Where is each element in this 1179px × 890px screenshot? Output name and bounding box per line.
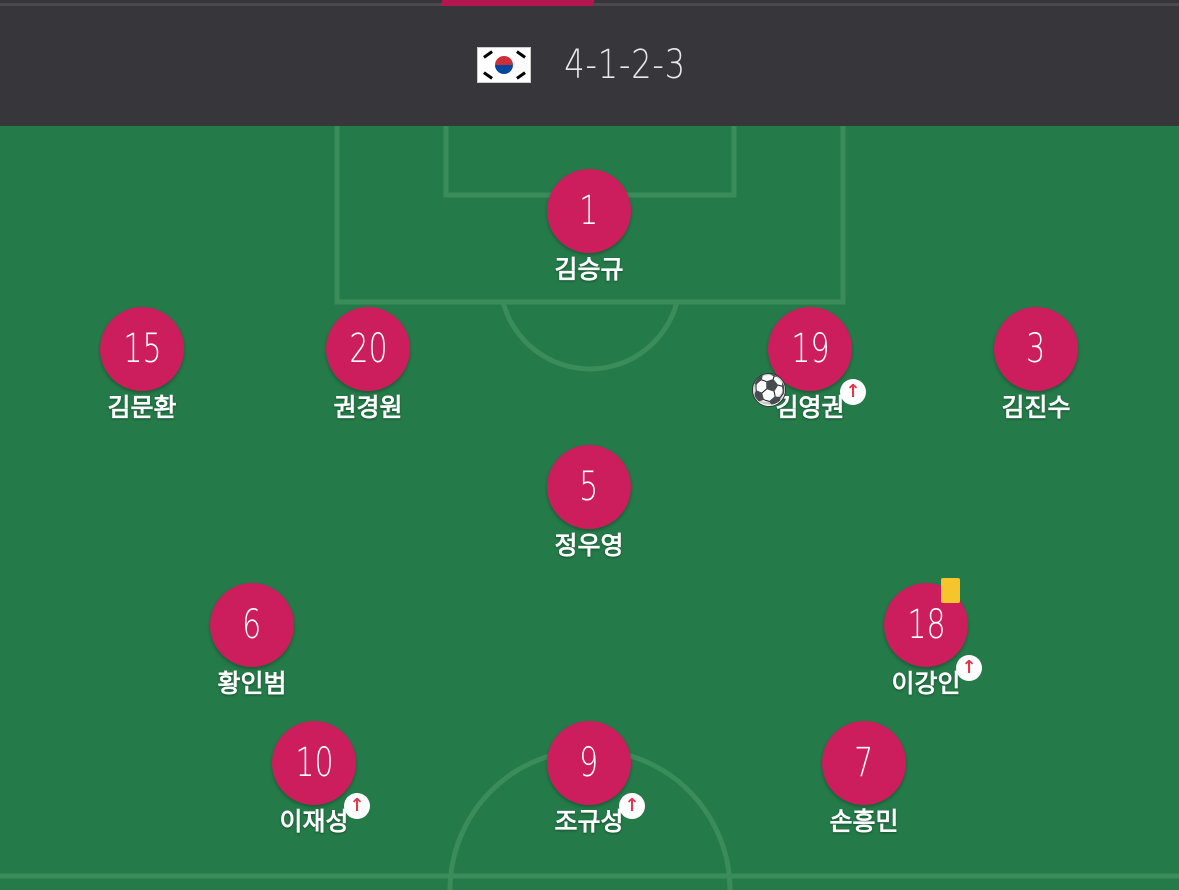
ball-icon: ⚽ bbox=[751, 373, 787, 407]
korea-flag-icon bbox=[477, 47, 532, 83]
player-19[interactable]: 19 ⚽ ↑ 김영권 bbox=[725, 307, 895, 425]
substitution-icon: ↑ bbox=[344, 793, 370, 819]
player-name: 조규성 bbox=[554, 807, 624, 836]
player-name: 정우영 bbox=[554, 531, 624, 560]
player-number-disc: 18 ↑ bbox=[884, 578, 982, 681]
player-number-disc: 3 bbox=[994, 307, 1078, 391]
player-7[interactable]: 7 손흥민 bbox=[779, 721, 949, 839]
substitution-icon: ↑ bbox=[619, 793, 645, 819]
player-1[interactable]: 1 김승규 bbox=[504, 169, 674, 287]
player-number-disc: 19 ⚽ ↑ bbox=[752, 307, 866, 407]
player-20[interactable]: 20 권경원 bbox=[283, 307, 453, 425]
player-name: 이강인 bbox=[891, 669, 961, 698]
player-6[interactable]: 6 황인범 bbox=[167, 583, 337, 701]
player-name: 김진수 bbox=[1001, 393, 1071, 422]
player-18[interactable]: 18 ↑ 이강인 bbox=[841, 578, 1011, 701]
formation-bar: 4-1-2-3 bbox=[0, 38, 1179, 92]
player-9[interactable]: 9 ↑ 조규성 bbox=[504, 721, 674, 839]
player-number-disc: 1 bbox=[547, 169, 631, 253]
formation-label: 4-1-2-3 bbox=[564, 42, 687, 88]
player-number-disc: 5 bbox=[547, 445, 631, 529]
active-tab-indicator bbox=[442, 0, 594, 6]
player-3[interactable]: 3 김진수 bbox=[951, 307, 1121, 425]
player-number-disc: 9 ↑ bbox=[547, 721, 645, 819]
player-15[interactable]: 15 김문환 bbox=[57, 307, 227, 425]
player-number-disc: 6 bbox=[210, 583, 294, 667]
lineup-header: 4-1-2-3 bbox=[0, 0, 1179, 126]
player-name: 권경원 bbox=[333, 393, 403, 422]
player-10[interactable]: 10 ↑ 이재성 bbox=[229, 721, 399, 839]
player-number-disc: 20 bbox=[326, 307, 410, 391]
player-5[interactable]: 5 정우영 bbox=[504, 445, 674, 563]
player-name: 황인범 bbox=[217, 669, 287, 698]
player-number-disc: 15 bbox=[100, 307, 184, 391]
substitution-icon: ↑ bbox=[840, 379, 866, 405]
player-name: 손흥민 bbox=[829, 807, 899, 836]
player-name: 김영권 bbox=[775, 393, 845, 422]
yellow-card-icon bbox=[941, 578, 960, 603]
substitution-icon: ↑ bbox=[956, 655, 982, 681]
player-name: 이재성 bbox=[279, 807, 349, 836]
player-number-disc: 10 ↑ bbox=[272, 721, 370, 819]
player-name: 김문환 bbox=[107, 393, 177, 422]
player-name: 김승규 bbox=[554, 255, 624, 284]
player-number-disc: 7 bbox=[822, 721, 906, 805]
